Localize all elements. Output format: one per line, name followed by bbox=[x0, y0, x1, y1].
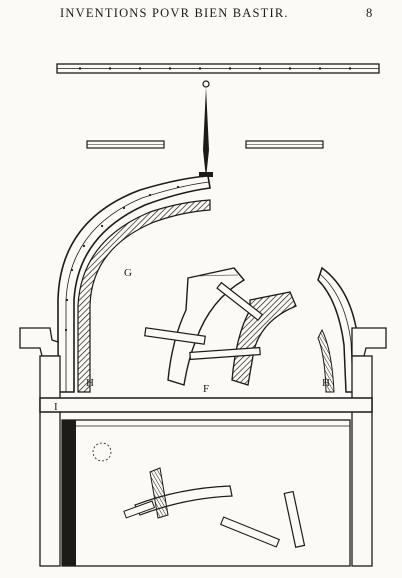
purlin-left bbox=[86, 140, 165, 149]
right-cornice bbox=[351, 327, 387, 357]
page-number: 8 bbox=[366, 6, 373, 20]
label-F: F bbox=[203, 383, 209, 395]
left-cornice bbox=[19, 327, 59, 357]
hanging-pendant bbox=[199, 80, 213, 178]
purlin-right bbox=[245, 140, 324, 149]
label-G: G bbox=[124, 267, 132, 279]
building-section bbox=[39, 355, 373, 567]
label-I: I bbox=[54, 401, 58, 413]
left-arch-rib bbox=[57, 175, 211, 393]
top-beam bbox=[56, 63, 380, 74]
page-header: INVENTIONS POVR BIEN BASTIR. 8 bbox=[0, 2, 402, 24]
running-title: INVENTIONS POVR BIEN BASTIR. bbox=[60, 6, 289, 20]
label-H-left: H bbox=[86, 377, 94, 389]
label-H-right: H bbox=[322, 377, 330, 389]
loose-timber-pieces bbox=[92, 442, 306, 548]
loose-rib-assembly-F bbox=[144, 267, 297, 386]
